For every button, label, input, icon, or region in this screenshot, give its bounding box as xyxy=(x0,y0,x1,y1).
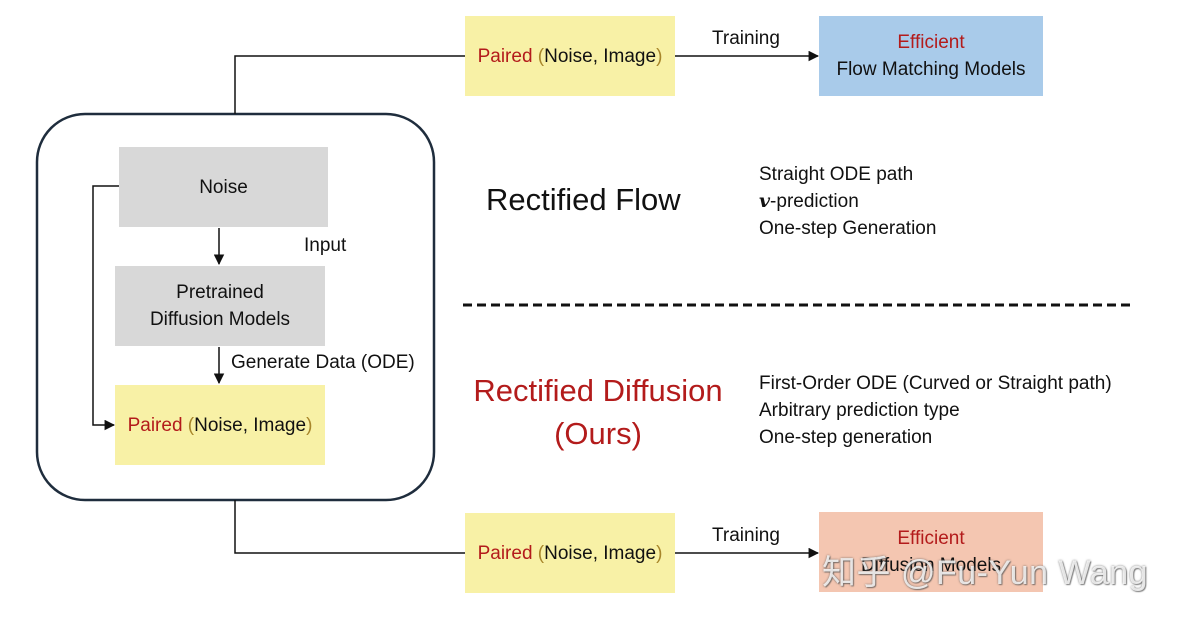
diffusion-models-label: Diffusion Models xyxy=(860,555,1002,576)
bottom-paired-box: Paired (Noise, Image) xyxy=(465,513,675,593)
process-paired-box: Paired (Noise, Image) xyxy=(115,385,325,465)
top-efficient-label: Efficient xyxy=(897,32,965,53)
bottom-connector-line xyxy=(234,500,466,554)
rectified-flow-props: Straight ODE path v-prediction One-step … xyxy=(759,161,936,242)
top-noise-image: Noise, Image xyxy=(544,45,657,67)
rd-title-line1: Rectified Diffusion xyxy=(473,373,723,408)
rd-prop-ode: First-Order ODE (Curved or Straight path… xyxy=(759,373,1112,394)
rectified-diffusion-title: Rectified Diffusion (Ours) xyxy=(462,372,734,453)
flow-matching-label: Flow Matching Models xyxy=(836,59,1026,80)
input-label: Input xyxy=(304,235,347,256)
diffusion-models-box: Efficient Diffusion Models xyxy=(819,512,1043,592)
top-paired-label: Paired (Noise, Image) xyxy=(477,45,663,67)
process-paired-word: Paired xyxy=(127,414,183,436)
generate-label: Generate Data (ODE) xyxy=(231,352,415,373)
bottom-paired-word: Paired xyxy=(477,542,533,564)
top-paired-word: Paired xyxy=(477,45,533,67)
bottom-training-label: Training xyxy=(712,525,780,546)
rd-prop-arbitrary: Arbitrary prediction type xyxy=(759,400,960,421)
process-noise-image: Noise, Image xyxy=(194,414,307,436)
top-connector-line xyxy=(234,55,466,114)
noise-label: Noise xyxy=(199,176,248,198)
rf-prop-straight: Straight ODE path xyxy=(759,164,914,185)
process-paired-label: Paired (Noise, Image) xyxy=(127,414,313,436)
bottom-efficient-label: Efficient xyxy=(897,528,965,549)
v-symbol: v xyxy=(759,190,771,212)
top-training-label: Training xyxy=(712,28,780,49)
rd-prop-onestep: One-step generation xyxy=(759,427,933,448)
rectified-flow-title: Rectified Flow xyxy=(486,182,681,217)
zhihu-watermark: 知乎 @Fu-Yun Wang xyxy=(822,554,1149,592)
noise-pair-arrow xyxy=(92,185,119,431)
pretrained-line2: Diffusion Models xyxy=(149,309,291,330)
pretrained-line1: Pretrained xyxy=(176,282,264,303)
rf-prop-vpred: v-prediction xyxy=(759,190,859,212)
pretrained-box: Pretrained Diffusion Models xyxy=(115,266,325,346)
bottom-paired-label: Paired (Noise, Image) xyxy=(477,542,663,564)
rd-title-line2: (Ours) xyxy=(554,416,642,451)
bottom-noise-image: Noise, Image xyxy=(544,542,657,564)
rf-prop-onestep: One-step Generation xyxy=(759,218,937,239)
top-paired-box: Paired (Noise, Image) xyxy=(465,16,675,96)
rectified-diffusion-props: First-Order ODE (Curved or Straight path… xyxy=(759,370,1112,451)
noise-box: Noise xyxy=(119,147,328,227)
flow-matching-box: Efficient Flow Matching Models xyxy=(819,16,1043,96)
